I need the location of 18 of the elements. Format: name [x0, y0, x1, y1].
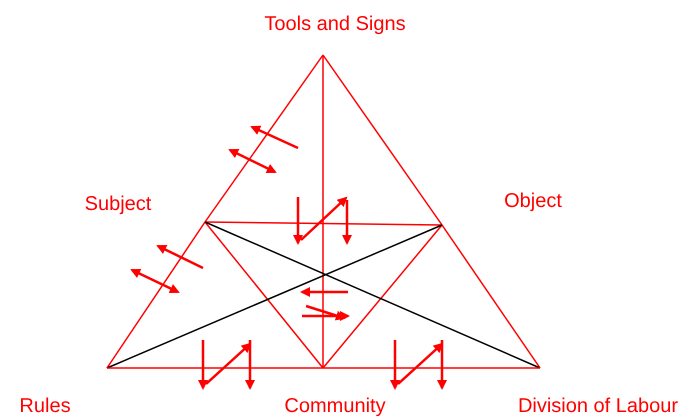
vertex-label: Community [284, 395, 386, 417]
vertex-label: Rules [19, 395, 71, 417]
connector-line [322, 54, 443, 226]
vertex-label: Division of Labour [518, 395, 678, 417]
connector-line [323, 367, 540, 369]
connector-line [441, 224, 541, 368]
vertex-label: Object [504, 190, 562, 212]
connector-line [322, 224, 443, 368]
connector-line [106, 224, 442, 369]
vertex-label: Tools and Signs [264, 13, 406, 35]
connector-line [205, 221, 442, 226]
connector-line [204, 54, 324, 222]
connector-line [322, 55, 324, 368]
connector-line [106, 222, 206, 368]
connector-line [204, 222, 324, 368]
vertex-label: Subject [84, 193, 152, 215]
connector-line [204, 221, 540, 369]
connector-line [107, 367, 323, 369]
